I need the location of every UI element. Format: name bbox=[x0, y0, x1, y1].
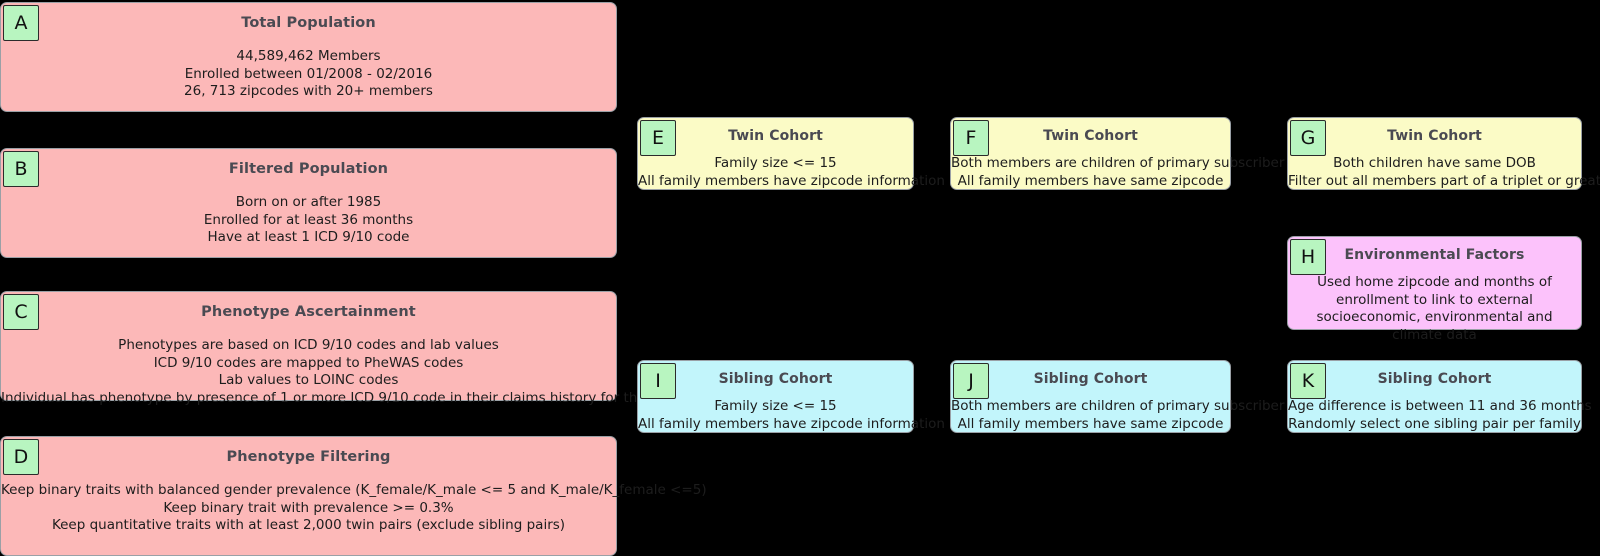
panel-title-twin-cohort-g: Twin Cohort bbox=[1387, 128, 1482, 144]
panel-body-twin-cohort-g: Both children have same DOB Filter out a… bbox=[1288, 144, 1600, 190]
panel-line: All family members have same zipcode bbox=[957, 172, 1224, 189]
panel-body-sibling-cohort-j: Both members are children of primary sub… bbox=[951, 387, 1285, 433]
panel-line: Born on or after 1985 bbox=[235, 194, 382, 210]
panel-body-total-population: 44,589,462 Members Enrolled between 01/2… bbox=[1, 31, 616, 101]
panel-line: All family members have same zipcode bbox=[957, 415, 1224, 432]
panel-sibling-cohort-k: K Sibling Cohort Age difference is betwe… bbox=[1287, 360, 1592, 433]
panel-body-filtered-population: Born on or after 1985 Enrolled for at le… bbox=[1, 177, 616, 247]
panel-line: Randomly select one sibling pair per fam… bbox=[1288, 415, 1581, 432]
panel-title-twin-cohort-e: Twin Cohort bbox=[728, 128, 823, 144]
panel-line: Both members are children of primary sub… bbox=[951, 155, 1285, 171]
panel-title-environmental-factors: Environmental Factors bbox=[1344, 247, 1525, 263]
panel-badge-d: D bbox=[3, 439, 39, 475]
panel-phenotype-filtering: D Phenotype Filtering Keep binary traits… bbox=[0, 436, 707, 556]
panel-title-sibling-cohort-i: Sibling Cohort bbox=[718, 371, 833, 387]
panel-title-total-population: Total Population bbox=[241, 15, 376, 31]
panel-body-sibling-cohort-i: Family size <= 15 All family members hav… bbox=[638, 387, 945, 433]
panel-line: Lab values to LOINC codes bbox=[218, 372, 399, 389]
panel-line: Enrolled for at least 36 months bbox=[203, 211, 414, 228]
panel-line: Keep binary traits with balanced gender … bbox=[1, 482, 707, 498]
panel-line: Keep quantitative traits with at least 2… bbox=[51, 517, 566, 534]
panel-total-population: A Total Population 44,589,462 Members En… bbox=[0, 2, 617, 112]
panel-title-filtered-population: Filtered Population bbox=[228, 161, 389, 177]
panel-line: Filter out all members part of a triplet… bbox=[1288, 172, 1600, 189]
panel-badge-i: I bbox=[640, 363, 676, 399]
panel-sibling-cohort-j: J Sibling Cohort Both members are childr… bbox=[950, 360, 1285, 433]
panel-phenotype-ascertainment: C Phenotype Ascertainment Phenotypes are… bbox=[0, 291, 747, 406]
panel-line: Individual has phenotype by presence of … bbox=[1, 389, 748, 406]
panel-body-twin-cohort-f: Both members are children of primary sub… bbox=[951, 144, 1285, 190]
panel-badge-j: J bbox=[953, 363, 989, 399]
panel-line: Have at least 1 ICD 9/10 code bbox=[207, 229, 410, 246]
panel-line: Age difference is between 11 and 36 mont… bbox=[1288, 398, 1592, 414]
panel-line: All family members have zipcode informat… bbox=[638, 415, 945, 432]
panel-body-phenotype-ascertainment: Phenotypes are based on ICD 9/10 codes a… bbox=[1, 320, 748, 407]
panel-title-phenotype-filtering: Phenotype Filtering bbox=[226, 449, 391, 465]
panel-title-sibling-cohort-k: Sibling Cohort bbox=[1377, 371, 1492, 387]
panel-body-phenotype-filtering: Keep binary traits with balanced gender … bbox=[1, 465, 707, 535]
panel-line: Family size <= 15 bbox=[714, 155, 837, 171]
panel-badge-f: F bbox=[953, 120, 989, 156]
panel-badge-a: A bbox=[3, 5, 39, 41]
panel-line: ICD 9/10 codes are mapped to PheWAS code… bbox=[153, 354, 464, 371]
panel-badge-c: C bbox=[3, 294, 39, 330]
panel-body-sibling-cohort-k: Age difference is between 11 and 36 mont… bbox=[1288, 387, 1592, 433]
panel-badge-h: H bbox=[1290, 239, 1326, 275]
panel-badge-g: G bbox=[1290, 120, 1326, 156]
panel-badge-k: K bbox=[1290, 363, 1326, 399]
panel-twin-cohort-f: F Twin Cohort Both members are children … bbox=[950, 117, 1285, 190]
panel-line: All family members have zipcode informat… bbox=[638, 172, 945, 189]
panel-badge-b: B bbox=[3, 151, 39, 187]
panel-line: Both children have same DOB bbox=[1333, 155, 1536, 171]
panel-twin-cohort-e: E Twin Cohort Family size <= 15 All fami… bbox=[637, 117, 945, 190]
panel-line: 44,589,462 Members bbox=[236, 48, 381, 64]
panel-body-twin-cohort-e: Family size <= 15 All family members hav… bbox=[638, 144, 945, 190]
panel-line: Phenotypes are based on ICD 9/10 codes a… bbox=[118, 337, 499, 353]
panel-body-environmental-factors: Used home zipcode and months of enrollme… bbox=[1316, 274, 1553, 343]
panel-line: 26, 713 zipcodes with 20+ members bbox=[184, 83, 433, 100]
panel-title-sibling-cohort-j: Sibling Cohort bbox=[1033, 371, 1148, 387]
panel-line: Both members are children of primary sub… bbox=[951, 398, 1285, 414]
panel-line: Keep binary trait with prevalence >= 0.3… bbox=[163, 499, 454, 516]
panel-title-twin-cohort-f: Twin Cohort bbox=[1043, 128, 1138, 144]
panel-line: Enrolled between 01/2008 - 02/2016 bbox=[184, 65, 433, 82]
panel-twin-cohort-g: G Twin Cohort Both children have same DO… bbox=[1287, 117, 1600, 190]
panel-title-phenotype-ascertainment: Phenotype Ascertainment bbox=[201, 304, 416, 320]
panel-sibling-cohort-i: I Sibling Cohort Family size <= 15 All f… bbox=[637, 360, 945, 433]
panel-badge-e: E bbox=[640, 120, 676, 156]
panel-environmental-factors: H Environmental Factors Used home zipcod… bbox=[1287, 236, 1582, 343]
panel-line: Family size <= 15 bbox=[714, 398, 837, 414]
panel-filtered-population: B Filtered Population Born on or after 1… bbox=[0, 148, 617, 258]
